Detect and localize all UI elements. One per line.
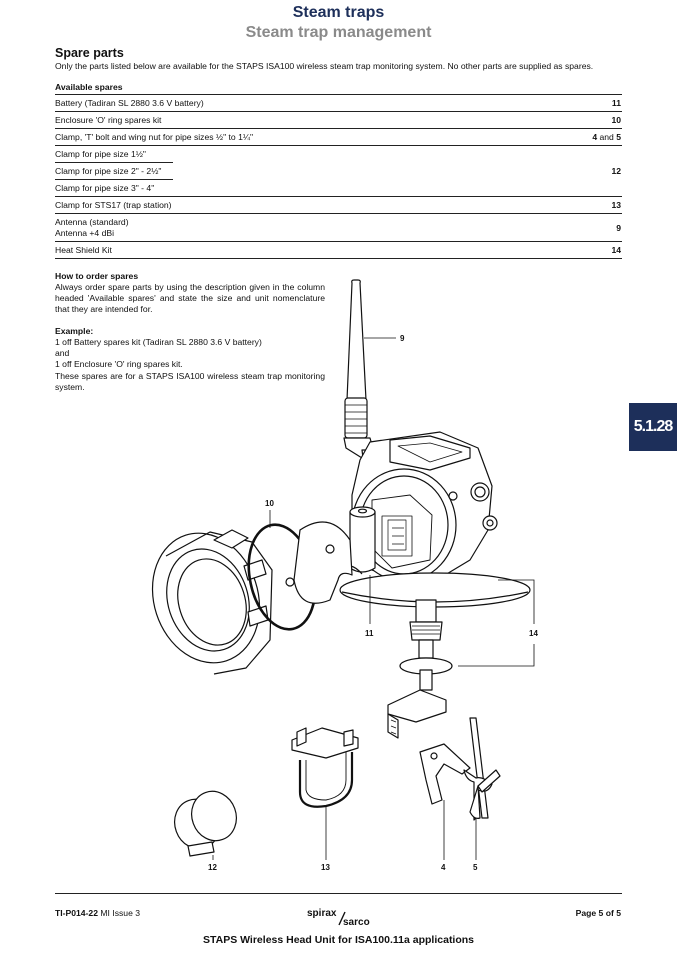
- table-rule: [55, 111, 622, 112]
- leader-line: [498, 579, 535, 624]
- value-a: 4: [592, 132, 598, 142]
- table-rule: [55, 213, 622, 214]
- how-to-order-heading: How to order spares: [55, 271, 139, 281]
- table-row-label: Heat Shield Kit: [55, 245, 112, 255]
- section-intro: Only the parts listed below are availabl…: [55, 61, 594, 71]
- example-line: 1 off Battery spares kit (Tadiran SL 288…: [55, 337, 262, 347]
- leader-line: [458, 644, 535, 667]
- value-b: 5: [616, 132, 621, 142]
- callout-band-clamp: 12: [208, 863, 217, 872]
- example-line: 1 off Enclosure 'O' ring spares kit.: [55, 359, 183, 369]
- table-row-label: Antenna (standard): [55, 217, 129, 227]
- example-heading: Example:: [55, 326, 94, 336]
- table-rule: [55, 145, 622, 146]
- table-row-value: 13: [611, 200, 621, 210]
- document-reference: TI-P014-22 MI Issue 3: [55, 908, 140, 918]
- table-row-value: 4 and 5: [592, 132, 621, 142]
- callout-wing-nut: 5: [473, 863, 478, 872]
- callout-o-ring: 10: [265, 499, 274, 508]
- wing-nut: [463, 717, 501, 821]
- page-title: Steam traps: [292, 4, 385, 21]
- how-to-order-text: Always order spare parts by using the de…: [55, 282, 325, 314]
- table-rule: [55, 196, 622, 197]
- table-rule: [55, 128, 622, 129]
- table-row-label: Clamp for pipe size 2" - 2½": [55, 166, 162, 176]
- heat-shield: [339, 565, 531, 691]
- table-row-value: 11: [611, 98, 621, 108]
- table-row-label: Antenna +4 dBi: [55, 228, 115, 238]
- t-bolt-clamp: [419, 743, 471, 805]
- logo-top: spirax: [307, 908, 337, 919]
- table-row-label: Enclosure 'O' ring spares kit: [55, 115, 162, 125]
- section-heading: Spare parts: [55, 46, 124, 60]
- table-row-label: Clamp for STS17 (trap station): [55, 200, 172, 210]
- table-row-label: Battery (Tadiran SL 2880 3.6 V battery): [55, 98, 204, 108]
- table-header: Available spares: [55, 82, 123, 92]
- example-and: and: [55, 348, 70, 358]
- table-row-value: 10: [611, 115, 621, 125]
- table-row-value: 9: [616, 223, 621, 233]
- antenna: [343, 279, 393, 467]
- page-subtitle: Steam trap management: [245, 24, 432, 41]
- footer-rule: [55, 893, 622, 894]
- value-and: and: [599, 132, 614, 142]
- u-clamp: [291, 727, 359, 808]
- logo-bottom: sarco: [343, 917, 370, 928]
- battery: [349, 506, 376, 573]
- table-row-label: Clamp for pipe size 1½": [55, 149, 146, 159]
- enclosure-body: [351, 431, 498, 582]
- doc-issue: MI Issue 3: [100, 908, 141, 918]
- how-to-order: How to order spares Always order spare p…: [55, 271, 325, 393]
- callout-antenna: 9: [400, 334, 405, 343]
- callout-u-clamp: 13: [321, 863, 330, 872]
- table-rule: [55, 241, 622, 242]
- table-rule: [55, 162, 173, 163]
- mounting-bracket: [387, 689, 447, 739]
- table-row-value: 12: [611, 166, 621, 176]
- table-row-value: 14: [611, 245, 621, 255]
- table-rule: [55, 179, 173, 180]
- table-rule: [55, 94, 622, 95]
- closing-note: These spares are for a STAPS ISA100 wire…: [55, 371, 325, 392]
- document-title: STAPS Wireless Head Unit for ISA100.11a …: [202, 934, 475, 946]
- page-number: Page 5 of 5: [575, 908, 621, 918]
- band-clamp: [174, 790, 237, 857]
- table-rule: [55, 258, 622, 259]
- inner-plate: [285, 521, 353, 604]
- table-row-label: Clamp for pipe size 3" - 4": [55, 183, 155, 193]
- callout-t-bolt-clamp: 4: [441, 863, 446, 872]
- callout-battery: 11: [365, 629, 374, 638]
- spirax-sarco-logo: spirax sarco: [307, 908, 370, 928]
- table-row-label: Clamp, 'T' bolt and wing nut for pipe si…: [55, 132, 254, 142]
- callout-heat-shield: 14: [529, 629, 538, 638]
- section-tab: 5.1.28: [629, 403, 677, 451]
- enclosure-lid: [151, 529, 273, 675]
- doc-code: TI-P014-22: [55, 908, 98, 918]
